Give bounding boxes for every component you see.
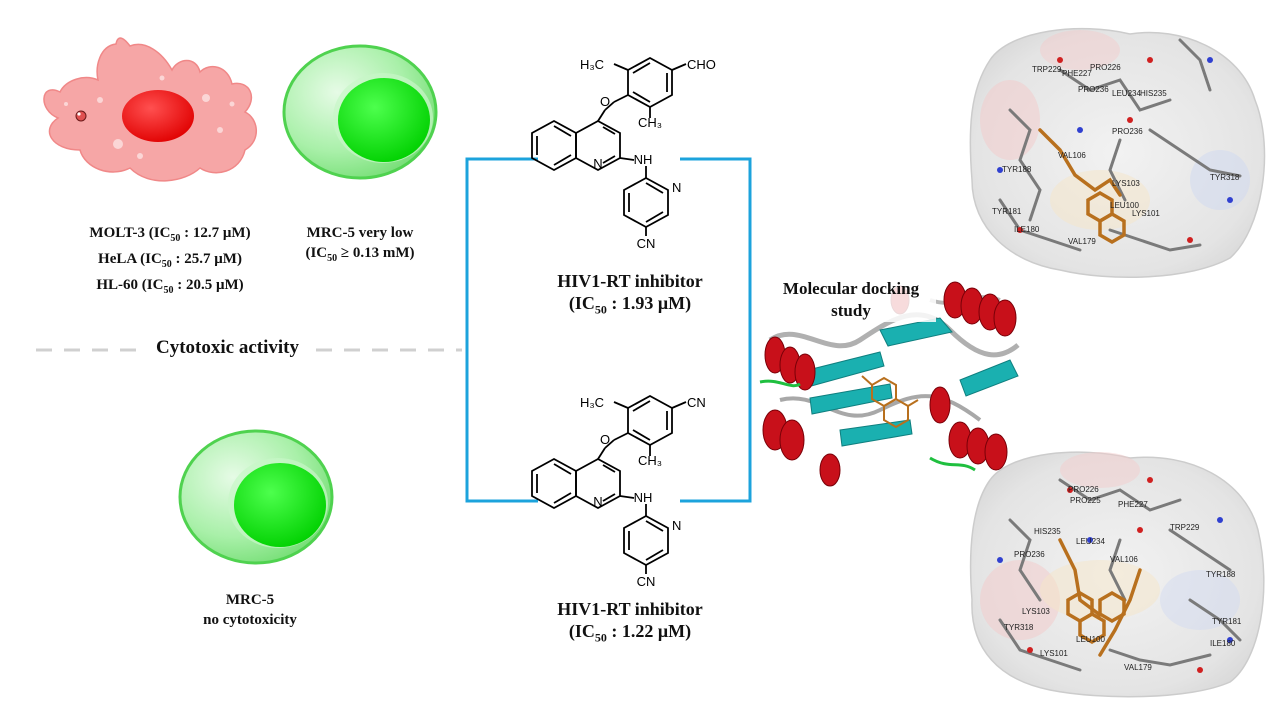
- protein-ribbon-image: [759, 281, 1020, 487]
- amine-label: NH: [634, 490, 653, 505]
- top-residue-label: LYS103: [1112, 179, 1140, 188]
- bottom-residue-label: TYR188: [1206, 570, 1236, 579]
- top-residue-label: PRO226: [1090, 63, 1121, 72]
- bottom-residue-label: PRO236: [1014, 550, 1045, 559]
- compound-2-title: HIV1-RT inhibitor: [557, 599, 703, 619]
- pyridine-n-label: N: [672, 180, 681, 195]
- nitrogen-label: N: [593, 494, 602, 509]
- ic50-line-hl60: HL-60 (IC50 : 20.5 μM): [96, 277, 244, 296]
- top-residue-label: TRP229: [1032, 65, 1062, 74]
- cancer-cell-illustration: [43, 37, 257, 182]
- compound-2-ic50: (IC50 : 1.22 μM): [568, 621, 692, 645]
- docking-title: Molecular docking study: [766, 278, 936, 322]
- ic50-line-hela: HeLA (IC50 : 25.7 μM): [98, 251, 242, 270]
- normal-cell-bottom-line1: MRC-5: [225, 592, 275, 608]
- compound-2-label: HIV1-RT inhibitor (IC50 : 1.22 μM): [520, 598, 740, 649]
- chemical-structure-1: [531, 56, 687, 236]
- bottom-residue-label: HIS235: [1034, 527, 1061, 536]
- normal-cell-bottom-line2: no cytotoxicity: [203, 612, 297, 628]
- normal-cell-top-label: MRC-5 very low (IC50 ≥ 0.13 mM): [280, 223, 440, 269]
- top-residue-label: PRO236: [1112, 127, 1143, 136]
- bottom-residue-label: PRO226: [1068, 485, 1099, 494]
- compound-1-ic50: (IC50 : 1.93 μM): [568, 293, 692, 317]
- docking-title-line1: Molecular docking: [782, 279, 920, 298]
- top-residue-label: PRO236: [1078, 85, 1109, 94]
- bottom-residue-label: VAL179: [1124, 663, 1152, 672]
- top-residue-label: LEU100: [1110, 201, 1139, 210]
- top-residue-label: HIS235: [1140, 89, 1167, 98]
- normal-cell-top-line1: MRC-5 very low: [306, 225, 414, 241]
- compound-bracket: [465, 157, 752, 503]
- normal-cell-bottom-illustration: [178, 429, 334, 565]
- nitrile-label: CN: [687, 395, 706, 410]
- top-residue-label: ILE180: [1014, 225, 1040, 234]
- top-residue-label: TYR318: [1210, 173, 1240, 182]
- compound-1-label: HIV1-RT inhibitor (IC50 : 1.93 μM): [520, 270, 740, 321]
- top-residue-label: LYS101: [1132, 209, 1160, 218]
- bottom-residue-label: ILE180: [1210, 639, 1236, 648]
- oxygen-label: O: [600, 432, 610, 447]
- bottom-residue-label: TRP229: [1170, 523, 1200, 532]
- aldehyde-label: CHO: [687, 57, 716, 72]
- top-residue-label: VAL106: [1058, 151, 1086, 160]
- docking-title-line2: study: [831, 301, 871, 320]
- cyano-label: CN: [637, 574, 656, 589]
- normal-cell-top-line2: (IC50 ≥ 0.13 mM): [305, 245, 415, 264]
- normal-cell-bottom-label: MRC-5 no cytotoxicity: [170, 590, 330, 630]
- bottom-residue-label: VAL106: [1110, 555, 1138, 564]
- amine-label: NH: [634, 152, 653, 167]
- chemical-structure-2: [531, 394, 687, 574]
- bottom-residue-label: PRO225: [1070, 496, 1101, 505]
- bottom-residue-label: LYS101: [1040, 649, 1068, 658]
- bottom-residue-label: PHE227: [1118, 500, 1148, 509]
- ic50-line-molt3: MOLT-3 (IC50 : 12.7 μM): [89, 225, 251, 244]
- top-residue-label: TYR181: [992, 207, 1022, 216]
- bottom-residue-label: LYS103: [1022, 607, 1050, 616]
- cancer-cell-ic50-list: MOLT-3 (IC50 : 12.7 μM) HeLA (IC50 : 25.…: [60, 223, 280, 301]
- cyano-label: CN: [637, 236, 656, 251]
- methyl-label: H₃C: [580, 395, 604, 410]
- top-residue-label: TYR188: [1002, 165, 1032, 174]
- top-residue-label: PHE227: [1062, 69, 1092, 78]
- bottom-residue-label: LEU234: [1076, 537, 1105, 546]
- nitrogen-label: N: [593, 156, 602, 171]
- top-residue-label: VAL179: [1068, 237, 1096, 246]
- methyl-label: CH₃: [638, 453, 662, 468]
- bottom-residue-label: LEU100: [1076, 635, 1105, 644]
- bottom-residue-label: TYR181: [1212, 617, 1242, 626]
- normal-cell-top-illustration: [282, 44, 438, 180]
- cytotoxic-activity-heading: Cytotoxic activity: [148, 337, 307, 359]
- top-residue-label: LEU234: [1112, 89, 1141, 98]
- compound-1-title: HIV1-RT inhibitor: [557, 271, 703, 291]
- oxygen-label: O: [600, 94, 610, 109]
- methyl-label: H₃C: [580, 57, 604, 72]
- bottom-residue-label: TYR318: [1004, 623, 1034, 632]
- pyridine-n-label: N: [672, 518, 681, 533]
- methyl-label: CH₃: [638, 115, 662, 130]
